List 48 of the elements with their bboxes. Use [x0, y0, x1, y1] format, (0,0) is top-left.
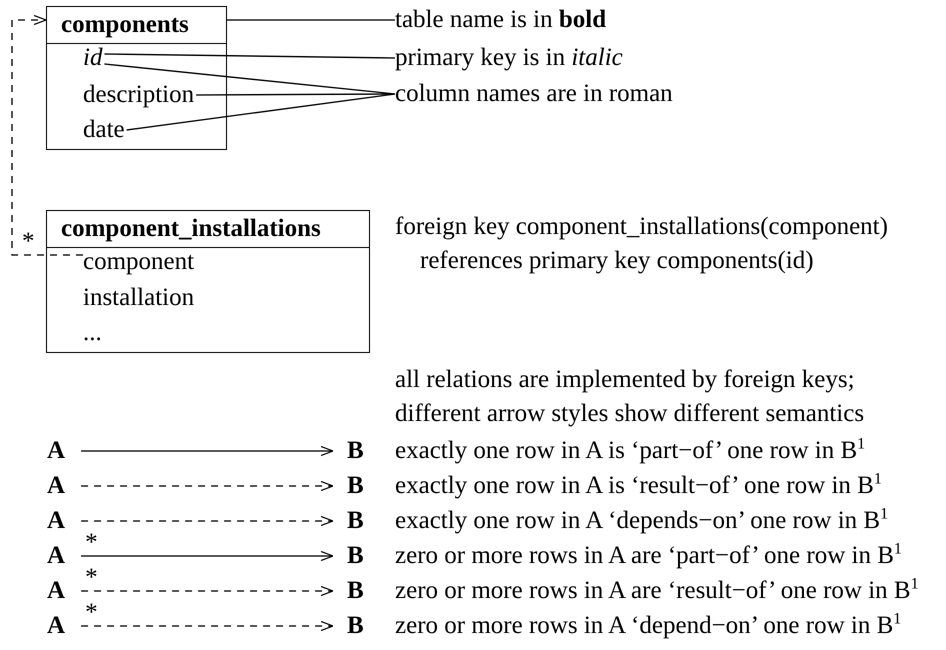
edge-label: *	[85, 563, 98, 593]
table-symbol: B	[347, 574, 364, 608]
table-symbol: A	[47, 574, 66, 608]
table-symbol: A	[47, 434, 66, 468]
arrow	[81, 516, 334, 526]
leader-line	[126, 93, 396, 131]
column-name: date	[83, 113, 125, 147]
table-symbol: A	[47, 539, 66, 573]
table-symbol: B	[347, 609, 364, 643]
column-name: ...	[83, 316, 102, 350]
table-symbol: B	[347, 469, 364, 503]
arrow	[11, 14, 83, 256]
table-box	[46, 6, 227, 150]
arrow	[81, 620, 334, 632]
arrow	[81, 586, 334, 596]
note-text: foreign key component_installations(component) references primary key components(id)	[395, 212, 889, 276]
table-name: component_installations	[61, 214, 321, 244]
table-symbol: A	[47, 469, 66, 503]
annotation-text: table name is in bold	[395, 3, 606, 37]
edge-label: *	[22, 227, 34, 257]
table-symbol: A	[47, 504, 66, 538]
table-symbol: A	[47, 609, 66, 643]
table-box	[46, 210, 370, 353]
table-symbol: B	[347, 539, 364, 573]
leader-line	[104, 63, 396, 95]
note-text: zero or more rows in A are ‘part−of’ one row in B$^{1}$	[395, 540, 902, 571]
annotation-text: column names are in roman	[395, 77, 673, 111]
arrow	[81, 550, 334, 562]
column-name: id	[83, 41, 102, 75]
note-text: exactly one row in A is ‘part−of’ one row in B$^{1}$	[395, 434, 866, 466]
edge-label: *	[85, 598, 98, 628]
edge-label: *	[85, 528, 98, 558]
table-symbol: B	[347, 504, 364, 538]
table-name: components	[61, 10, 189, 40]
leader-line	[227, 19, 395, 21]
note-text: zero or more rows in A ‘depend−on’ one row in B$^{1}$	[395, 610, 902, 641]
table-symbol: B	[347, 434, 364, 468]
note-text: zero or more rows in A are ‘result−of’ one row in B$^{1}$	[395, 574, 919, 606]
arrow	[81, 446, 334, 456]
leader-line	[196, 93, 395, 96]
note-text: exactly one row in A ‘depends−on’ one row in B$^{1}$	[395, 504, 888, 536]
column-name: installation	[83, 281, 194, 315]
annotation-text: primary key is in italic	[395, 41, 623, 75]
column-name: component	[83, 245, 194, 279]
leader-line	[104, 53, 395, 59]
arrow	[81, 480, 334, 492]
note-text: exactly one row in A is ‘result−of’ one row in B$^{1}$	[395, 470, 882, 501]
column-name: description	[83, 78, 194, 112]
